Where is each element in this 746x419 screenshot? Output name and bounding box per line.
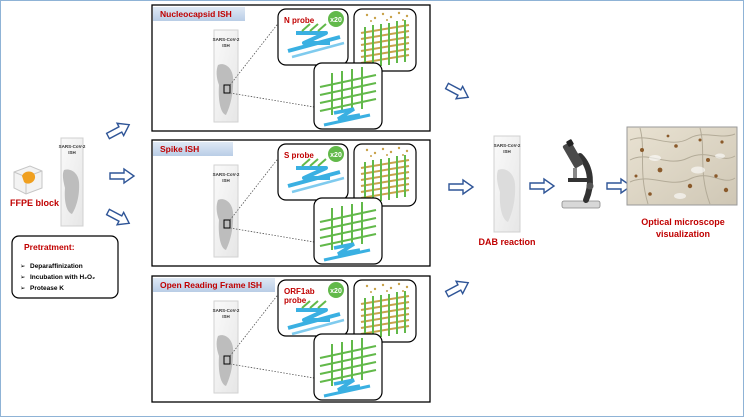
dab-slide-label-2: ISH [503, 149, 511, 154]
magnification-badge [328, 146, 344, 162]
magnification-label: x20 [330, 152, 342, 159]
arrow-from-panel-1 [443, 79, 473, 105]
ffpe-block-label: FFPE block [10, 198, 60, 208]
panel-tissue [216, 199, 234, 250]
probe-label: ORF1ab [284, 287, 315, 296]
panel-title: Open Reading Frame ISH [160, 280, 262, 290]
magnification-label: x20 [330, 17, 342, 24]
microscope-label-1: Optical microscope [641, 217, 725, 227]
panel-title-bar [153, 142, 233, 156]
zoom-line [229, 363, 315, 379]
panel-zoom-square [223, 355, 231, 365]
arrow-to-microscope [529, 178, 555, 194]
dab-slide [493, 135, 521, 233]
pretreatment-box [11, 235, 119, 299]
arrow-to-panel-1 [104, 117, 134, 143]
pretreatment-item-2: Incubation with H₂O₂ [30, 274, 95, 281]
ffpe-block-icon [13, 165, 43, 195]
pretreatment-item-3: Protease K [30, 285, 64, 292]
panel-title-bar [153, 7, 245, 21]
probe-label-line-2: probe [284, 296, 307, 305]
left-slide-label-2: ISH [68, 150, 76, 155]
dab-reaction-label: DAB reaction [478, 237, 535, 247]
arrow-from-panel-3 [443, 275, 473, 301]
probe-label: N probe [284, 16, 315, 25]
panel-tissue [216, 64, 234, 115]
zoom-line [229, 227, 315, 243]
pretreatment-bullet-1: ➢ [20, 263, 26, 270]
panel-slide-label-1: SARS-CoV-2 [213, 172, 240, 177]
zoom-line [229, 92, 315, 108]
panel-zoom-square [223, 219, 231, 229]
micrograph-image [626, 126, 738, 206]
dab-slide-label-1: SARS-CoV-2 [494, 143, 521, 148]
panel-title-bar [153, 278, 275, 292]
pretreatment-bullet-3: ➢ [20, 285, 26, 292]
microscope-label-2: visualization [656, 229, 710, 239]
microscope-icon [561, 139, 601, 209]
arrow-to-panel-3 [104, 205, 134, 231]
pretreatment-title: Pretratment: [24, 242, 75, 252]
panel-title: Nucleocapsid ISH [160, 9, 232, 19]
panel-slide-label-2: ISH [222, 314, 230, 319]
panel-tissue [216, 335, 234, 386]
panel-slide-label-1: SARS-CoV-2 [213, 37, 240, 42]
panel-zoom-square [223, 84, 231, 94]
magnification-badge [328, 11, 344, 27]
panel-slide-label-1: SARS-CoV-2 [213, 308, 240, 313]
panel-title: Spike ISH [160, 144, 199, 154]
magnification-badge [328, 282, 344, 298]
arrow-from-panel-2 [448, 179, 474, 195]
left-slide [60, 137, 84, 227]
panel-slide-label-2: ISH [222, 178, 230, 183]
arrow-to-panel-2 [109, 168, 135, 184]
pretreatment-bullet-2: ➢ [20, 274, 26, 281]
left-slide-label-1: SARS-CoV-2 [59, 144, 86, 149]
probe-label: S probe [284, 151, 314, 160]
magnification-label: x20 [330, 288, 342, 295]
panel-slide-label-2: ISH [222, 43, 230, 48]
pretreatment-item-1: Deparaffinization [30, 263, 83, 270]
